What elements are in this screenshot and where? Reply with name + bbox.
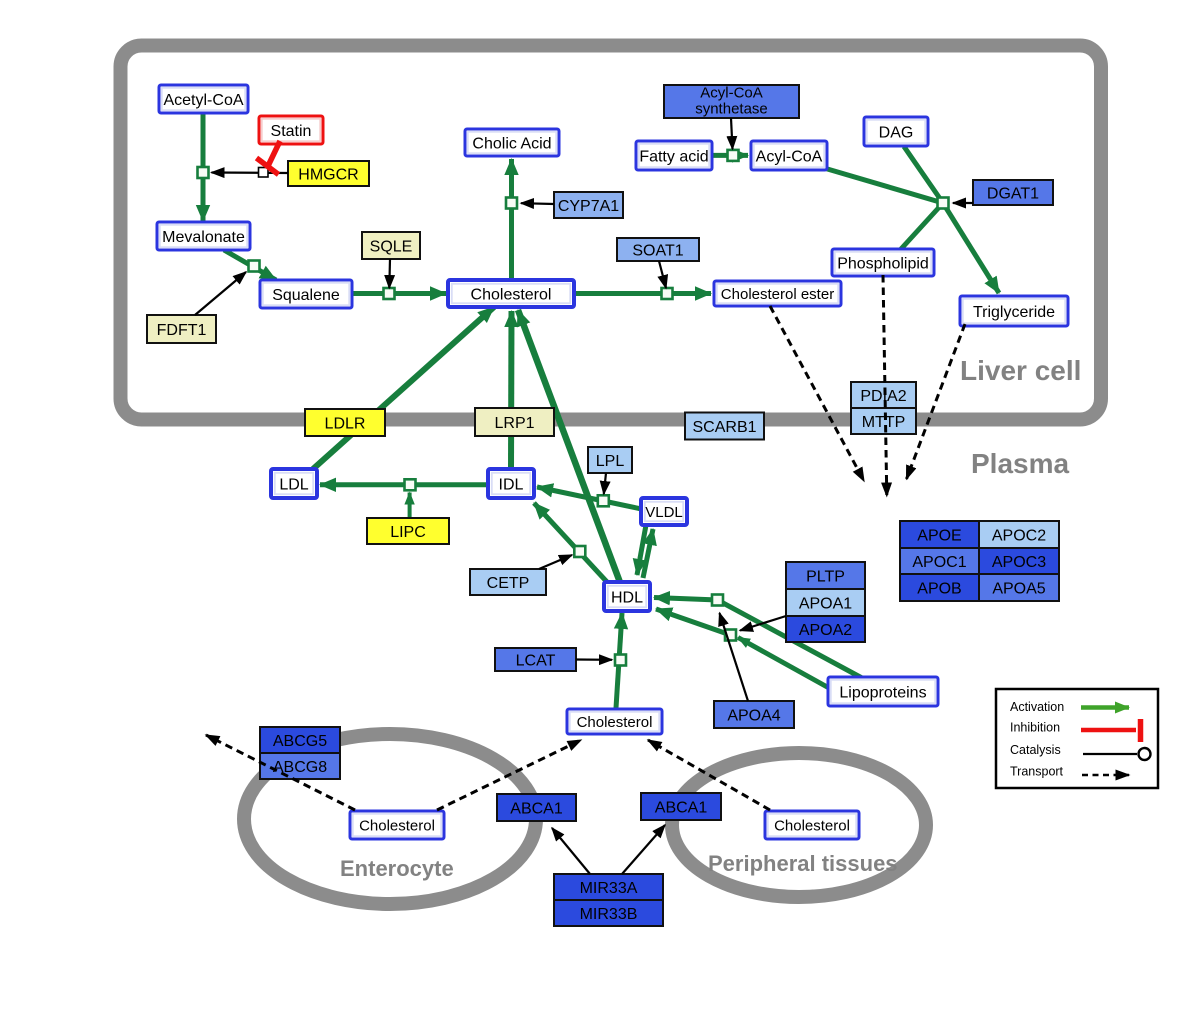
svg-text:APOA2: APOA2	[799, 622, 852, 639]
svg-text:LRP1: LRP1	[494, 415, 534, 432]
svg-text:CYP7A1: CYP7A1	[558, 198, 619, 215]
svg-text:DGAT1: DGAT1	[987, 185, 1039, 202]
svg-text:APOC2: APOC2	[992, 527, 1046, 544]
svg-text:IDL: IDL	[499, 476, 524, 493]
svg-text:APOC3: APOC3	[992, 554, 1046, 571]
svg-text:APOC1: APOC1	[912, 554, 966, 571]
svg-text:synthetase: synthetase	[695, 101, 768, 118]
svg-text:FDFT1: FDFT1	[157, 322, 207, 339]
svg-text:LDLR: LDLR	[325, 415, 366, 432]
svg-text:Activation: Activation	[1010, 700, 1064, 714]
svg-text:LIPC: LIPC	[390, 524, 426, 541]
svg-text:LPL: LPL	[596, 453, 625, 470]
svg-text:MIR33B: MIR33B	[580, 906, 638, 923]
svg-text:Catalysis: Catalysis	[1010, 743, 1061, 757]
svg-text:Cholesterol: Cholesterol	[577, 714, 653, 731]
svg-text:APOA5: APOA5	[992, 580, 1045, 597]
svg-text:Cholic Acid: Cholic Acid	[472, 135, 551, 152]
svg-text:Liver cell: Liver cell	[960, 355, 1081, 386]
svg-text:ABCG8: ABCG8	[273, 759, 327, 776]
svg-text:LCAT: LCAT	[516, 652, 556, 669]
svg-text:PDIA2: PDIA2	[860, 388, 906, 405]
svg-text:VLDL: VLDL	[645, 504, 683, 521]
svg-text:Cholesterol: Cholesterol	[471, 286, 552, 303]
svg-text:Cholesterol ester: Cholesterol ester	[721, 286, 834, 303]
svg-text:APOA4: APOA4	[727, 707, 780, 724]
svg-text:Fatty acid: Fatty acid	[639, 148, 708, 165]
svg-text:APOB: APOB	[917, 580, 961, 597]
svg-text:Cholesterol: Cholesterol	[774, 817, 850, 834]
svg-text:Acyl-CoA: Acyl-CoA	[700, 85, 763, 102]
svg-text:ABCA1: ABCA1	[655, 799, 708, 816]
svg-text:MIR33A: MIR33A	[580, 880, 638, 897]
svg-text:APOE: APOE	[917, 527, 961, 544]
svg-text:PLTP: PLTP	[806, 568, 845, 585]
svg-text:MTTP: MTTP	[862, 414, 906, 431]
svg-text:Acyl-CoA: Acyl-CoA	[756, 148, 823, 165]
svg-text:LDL: LDL	[279, 476, 308, 493]
svg-text:CETP: CETP	[487, 575, 530, 592]
svg-text:HMGCR: HMGCR	[298, 166, 358, 183]
svg-text:Peripheral tissues: Peripheral tissues	[708, 851, 898, 876]
svg-text:DAG: DAG	[879, 124, 914, 141]
svg-text:Acetyl-CoA: Acetyl-CoA	[163, 92, 243, 109]
svg-text:Lipoproteins: Lipoproteins	[839, 684, 926, 701]
svg-text:APOA1: APOA1	[799, 595, 852, 612]
svg-text:SQLE: SQLE	[370, 238, 413, 255]
svg-text:Cholesterol: Cholesterol	[359, 817, 435, 834]
svg-text:Inhibition: Inhibition	[1010, 721, 1060, 735]
svg-text:ABCG5: ABCG5	[273, 733, 327, 750]
svg-text:Transport: Transport	[1010, 765, 1064, 779]
svg-text:Squalene: Squalene	[272, 287, 340, 304]
svg-text:Plasma: Plasma	[971, 448, 1069, 479]
svg-text:ABCA1: ABCA1	[510, 800, 563, 817]
svg-text:Phospholipid: Phospholipid	[837, 255, 929, 272]
svg-text:Mevalonate: Mevalonate	[162, 229, 245, 246]
svg-text:Enterocyte: Enterocyte	[340, 856, 454, 881]
svg-text:SOAT1: SOAT1	[632, 242, 683, 259]
svg-text:Triglyceride: Triglyceride	[973, 304, 1055, 321]
svg-text:Statin: Statin	[271, 123, 312, 140]
svg-text:SCARB1: SCARB1	[692, 419, 756, 436]
svg-text:HDL: HDL	[611, 589, 643, 606]
